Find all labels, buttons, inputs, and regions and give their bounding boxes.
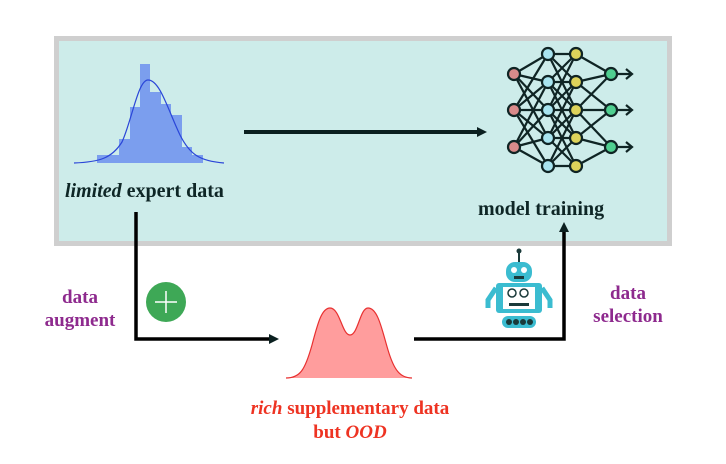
rich-italic: rich bbox=[250, 398, 283, 419]
selection-line1: data bbox=[610, 283, 646, 304]
ood-prefix: but bbox=[313, 422, 346, 443]
ood-italic: OOD bbox=[345, 422, 387, 443]
rich-line1: rich supplementary data bbox=[190, 397, 510, 421]
expert-data-label: limited expert data bbox=[65, 180, 224, 203]
rich-rest: supplementary data bbox=[282, 398, 450, 419]
model-training-label: model training bbox=[478, 198, 605, 220]
arrow-augment bbox=[134, 212, 279, 344]
arrow-selection bbox=[414, 222, 569, 341]
selection-line2: selection bbox=[593, 306, 663, 327]
data-selection-label: data selection bbox=[578, 282, 678, 328]
plus-circle-icon bbox=[146, 282, 186, 322]
histogram-bimodal-icon bbox=[285, 307, 413, 379]
expert-label-rest: expert data bbox=[121, 180, 224, 202]
augment-line1: data bbox=[62, 287, 98, 308]
histogram-unimodal-icon bbox=[73, 64, 225, 164]
expert-label-italic: limited bbox=[65, 180, 122, 202]
augment-line2: augment bbox=[44, 310, 116, 331]
robot-icon bbox=[485, 248, 553, 328]
neural-network-icon bbox=[506, 46, 634, 174]
supplementary-data-label: rich supplementary data but OOD bbox=[190, 397, 510, 445]
ood-line2: but OOD bbox=[190, 421, 510, 445]
data-augment-label: data augment bbox=[30, 286, 130, 332]
